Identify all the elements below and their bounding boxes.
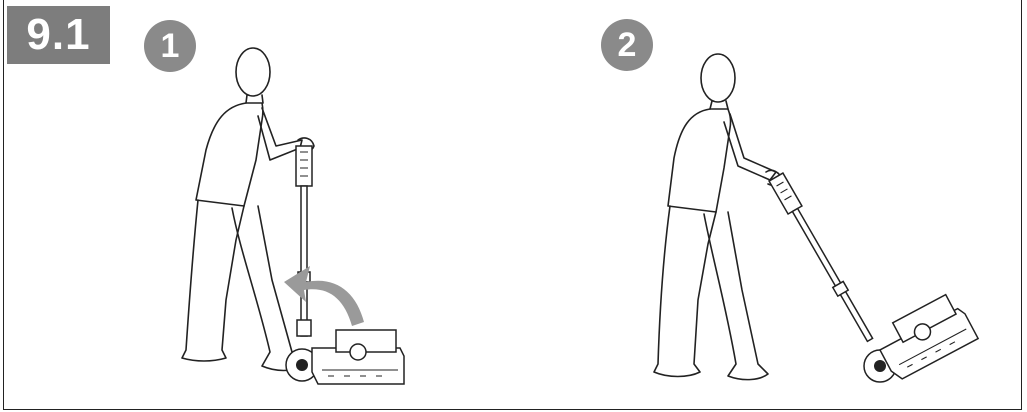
- person-back-leg: [654, 206, 716, 377]
- step-1-illustration: [182, 48, 404, 384]
- handle-pole: [792, 208, 872, 341]
- person-back-leg: [182, 200, 244, 361]
- person-torso: [668, 109, 731, 212]
- person-front-leg: [704, 212, 768, 380]
- person-torso: [196, 103, 263, 206]
- handle-grip: [769, 173, 802, 214]
- rotation-arrow: [284, 266, 364, 326]
- person-head: [701, 54, 735, 102]
- handle-pole: [301, 186, 307, 336]
- step-2-illustration: [654, 54, 978, 382]
- step-1-badge: 1: [144, 20, 196, 72]
- step-2-badge: 2: [601, 19, 653, 71]
- person-head: [236, 48, 270, 96]
